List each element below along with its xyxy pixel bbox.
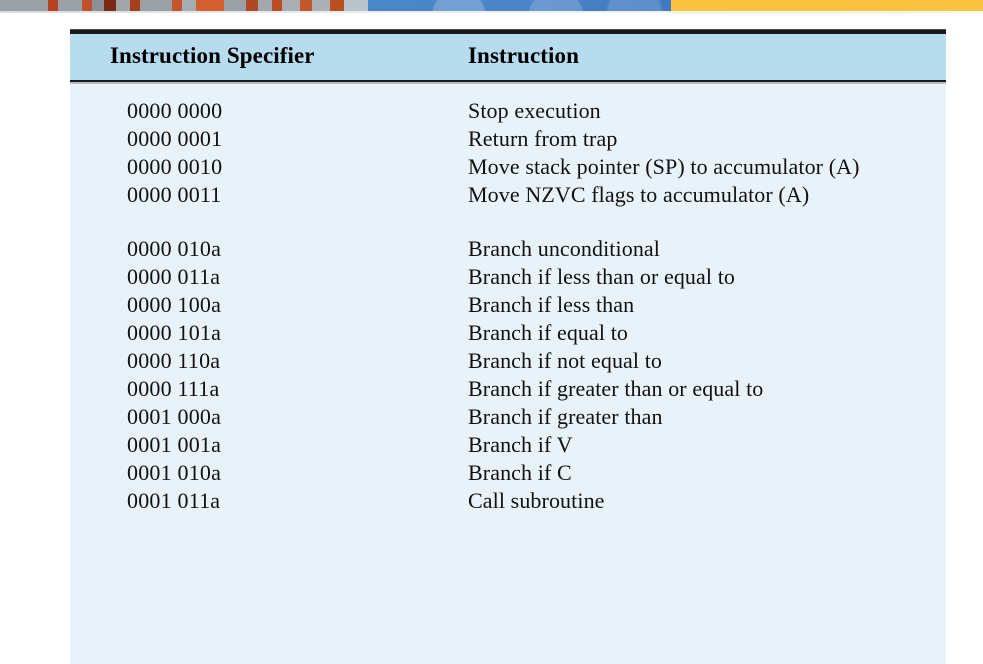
cell-specifier: 0001 011a xyxy=(127,488,221,513)
column-header-instruction: Instruction xyxy=(468,43,580,68)
cell-instruction: Move stack pointer (SP) to accumulator (… xyxy=(468,154,860,179)
cell-instruction: Call subroutine xyxy=(468,488,605,513)
cell-specifier: 0000 011a xyxy=(127,264,221,289)
banner-blue-segment xyxy=(368,0,671,11)
table-row: 0000 0010 Move stack pointer (SP) to acc… xyxy=(70,154,946,182)
cell-instruction: Branch if V xyxy=(468,432,573,457)
table-group-separator xyxy=(70,210,946,236)
cell-specifier: 0001 010a xyxy=(127,460,222,485)
table-row: 0000 011a Branch if less than or equal t… xyxy=(70,264,946,292)
cell-specifier: 0000 100a xyxy=(127,292,222,317)
table-row: 0000 0001 Return from trap xyxy=(70,126,946,154)
table-row: 0000 110a Branch if not equal to xyxy=(70,348,946,376)
cell-instruction: Stop execution xyxy=(468,98,601,123)
table-row: 0001 011a Call subroutine xyxy=(70,488,946,516)
cell-specifier: 0001 001a xyxy=(127,432,222,457)
cell-specifier: 0000 0001 xyxy=(127,126,223,151)
cell-instruction: Branch if not equal to xyxy=(468,348,663,373)
cell-instruction: Branch unconditional xyxy=(468,236,661,261)
cell-instruction: Branch if less than xyxy=(468,292,635,317)
table-row: 0000 010a Branch unconditional xyxy=(70,236,946,264)
cell-specifier: 0000 010a xyxy=(127,236,222,261)
table-row: 0000 101a Branch if equal to xyxy=(70,320,946,348)
cell-instruction: Branch if less than or equal to xyxy=(468,264,736,289)
table-body: 0000 0000 Stop execution 0000 0001 Retur… xyxy=(70,84,946,664)
cell-specifier: 0000 110a xyxy=(127,348,221,373)
cell-specifier: 0000 101a xyxy=(127,320,222,345)
cell-instruction: Move NZVC flags to accumulator (A) xyxy=(468,182,810,207)
table-header-row: Instruction Specifier Instruction xyxy=(70,34,946,80)
table-row: 0000 100a Branch if less than xyxy=(70,292,946,320)
table-row: 0000 0000 Stop execution xyxy=(70,98,946,126)
table-row: 0001 010a Branch if C xyxy=(70,460,946,488)
table-row: 0001 001a Branch if V xyxy=(70,432,946,460)
cell-specifier: 0001 000a xyxy=(127,404,222,429)
slide-banner-strip xyxy=(0,0,983,11)
instruction-set-table: Instruction Specifier Instruction 0000 0… xyxy=(70,29,946,664)
table-header-rule xyxy=(70,80,946,84)
cell-instruction: Branch if greater than xyxy=(468,404,663,429)
table-row: 0001 000a Branch if greater than xyxy=(70,404,946,432)
cell-instruction: Branch if equal to xyxy=(468,320,629,345)
cell-instruction: Branch if greater than or equal to xyxy=(468,376,764,401)
cell-instruction: Branch if C xyxy=(468,460,572,485)
cell-specifier: 0000 0000 xyxy=(127,98,223,123)
cell-specifier: 0000 111a xyxy=(127,376,220,401)
cell-specifier: 0000 0011 xyxy=(127,182,222,207)
banner-underline xyxy=(0,11,983,13)
cell-instruction: Return from trap xyxy=(468,126,618,151)
table-top-rule xyxy=(70,29,946,34)
cell-specifier: 0000 0010 xyxy=(127,154,223,179)
banner-yellow-segment xyxy=(671,0,983,11)
table-row: 0000 111a Branch if greater than or equa… xyxy=(70,376,946,404)
table-row: 0000 0011 Move NZVC flags to accumulator… xyxy=(70,182,946,210)
banner-photo-segment xyxy=(0,0,368,11)
column-header-instruction-specifier: Instruction Specifier xyxy=(110,43,315,68)
